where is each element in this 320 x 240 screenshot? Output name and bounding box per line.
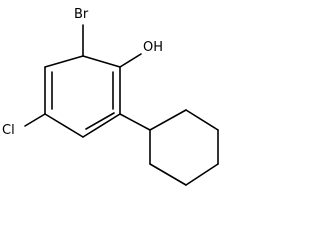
cyclohexane-bond-2 [149, 163, 187, 186]
ring-bond-c1-c2 [82, 55, 121, 68]
chemical-structure: Br OH Cl [2, 7, 219, 186]
cyclohexane-bond-6 [149, 109, 187, 131]
cyclohexane-bond-3 [185, 163, 219, 186]
ring-double-bond-inner-bottom [85, 112, 115, 130]
cyclohexane-bond-5 [185, 109, 219, 131]
bond-to-cyclohexyl [119, 113, 151, 131]
bond-to-hydroxyl [119, 53, 142, 68]
bromine-label: Br [74, 7, 89, 22]
ring-bond-c3-c4 [82, 113, 121, 138]
bond-to-chlorine [24, 113, 46, 127]
hydroxyl-label: OH [143, 40, 163, 55]
cyclohexane-ring [149, 109, 219, 186]
ring-bond-c4-c5 [44, 113, 84, 138]
ring-bond-c6-c1 [44, 55, 84, 68]
chlorine-label: Cl [2, 123, 15, 138]
benzene-ring [44, 55, 121, 138]
